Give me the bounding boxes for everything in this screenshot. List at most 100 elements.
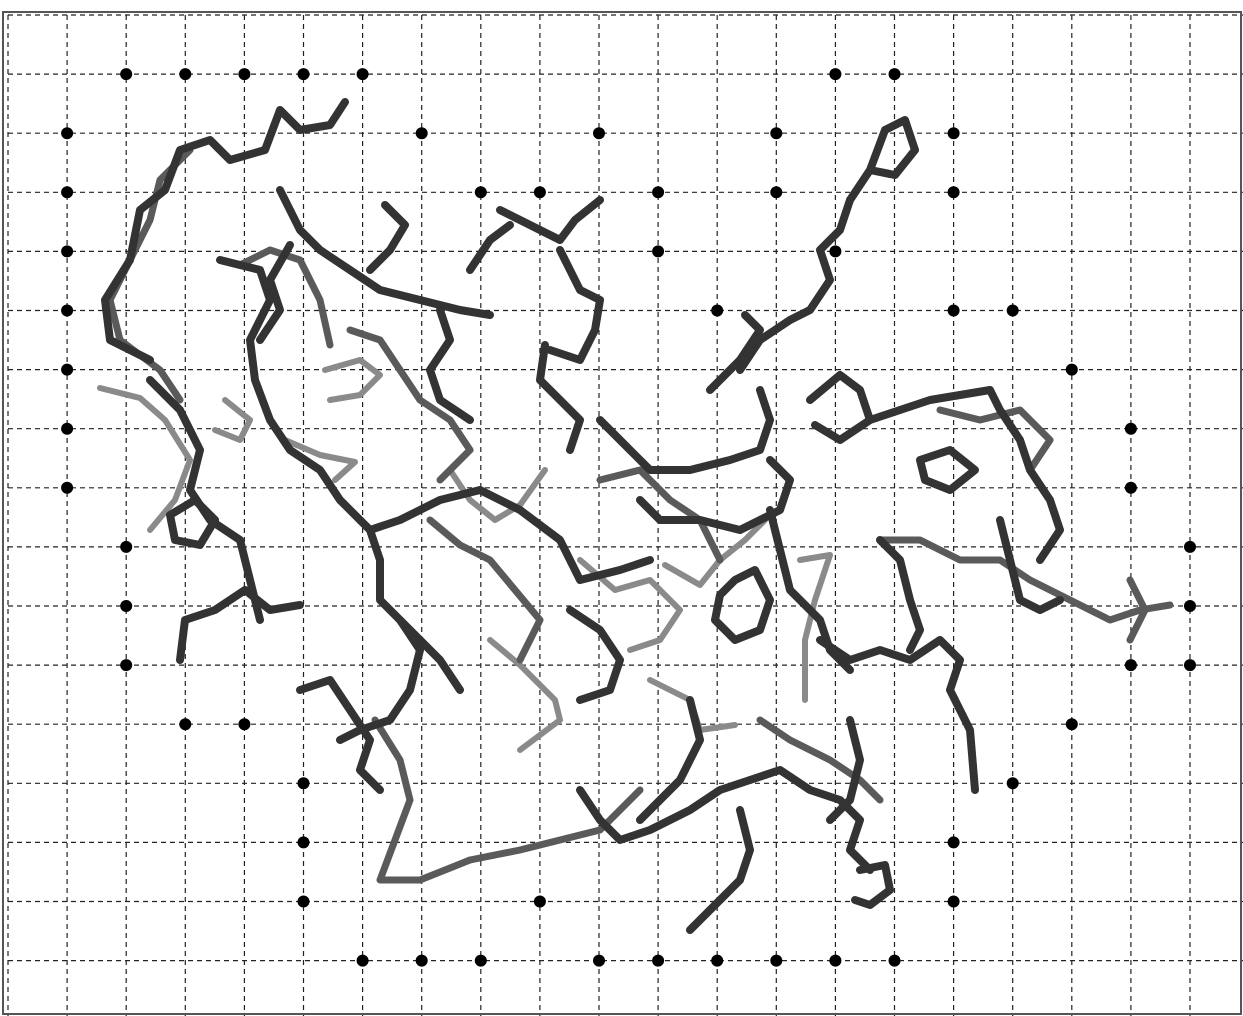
highlighted-grid-point <box>1184 540 1196 553</box>
highlighted-grid-point <box>711 304 724 317</box>
bond-chain <box>636 696 704 824</box>
highlighted-grid-point <box>593 954 605 967</box>
bond-chain <box>797 552 833 703</box>
bond-chain <box>566 606 624 704</box>
figure-frame <box>2 11 1242 1015</box>
bond-chain <box>466 786 644 864</box>
bond-chain <box>816 636 979 794</box>
bond-chain <box>256 241 294 344</box>
highlighted-grid-point <box>947 836 960 849</box>
bond-chain <box>806 371 874 444</box>
bond-chain <box>97 385 193 533</box>
bond-chain <box>576 776 754 844</box>
highlighted-grid-point <box>829 245 842 258</box>
bond-chain <box>176 586 304 664</box>
bond-chain <box>916 446 979 494</box>
highlighted-grid-point <box>947 895 960 908</box>
bond-chain <box>596 386 774 474</box>
bond-chain <box>346 326 474 484</box>
highlighted-grid-point <box>1184 600 1196 612</box>
bond-chain <box>166 496 219 549</box>
highlighted-grid-point <box>61 481 74 494</box>
molecule-back-layer <box>97 357 833 753</box>
bond-chain <box>366 201 409 274</box>
bond-chain <box>296 676 384 794</box>
highlighted-grid-point <box>1065 363 1078 376</box>
highlighted-grid-point <box>533 186 546 199</box>
bond-chain <box>846 116 919 204</box>
bond-chain <box>866 386 1064 564</box>
highlighted-grid-point <box>1006 777 1019 790</box>
bond-chain <box>276 186 494 319</box>
bond-chain <box>711 566 774 644</box>
bond-chain <box>546 246 604 364</box>
highlighted-grid-point <box>1006 304 1019 317</box>
highlighted-grid-point <box>238 68 251 81</box>
highlighted-grid-point <box>947 186 960 199</box>
highlighted-grid-point <box>1124 659 1137 672</box>
highlighted-grid-point <box>652 954 665 967</box>
bond-chain <box>686 806 754 934</box>
bond-chain <box>487 637 563 753</box>
highlighted-grid-point <box>652 245 665 258</box>
highlighted-grid-point <box>61 245 74 258</box>
bond-chain <box>447 467 548 523</box>
highlighted-grid-point <box>593 127 605 140</box>
grid-points <box>61 68 1196 967</box>
highlighted-grid-point <box>297 68 310 81</box>
bond-chain <box>216 256 374 534</box>
highlighted-grid-point <box>474 186 487 199</box>
highlighted-grid-point <box>297 777 310 790</box>
bond-chain <box>496 196 604 244</box>
highlighted-grid-point <box>829 954 842 967</box>
highlighted-grid-point <box>652 186 665 199</box>
bond-chain <box>366 486 654 584</box>
highlighted-grid-point <box>297 895 310 908</box>
bond-chain <box>996 516 1064 614</box>
bond-chain <box>736 196 854 374</box>
molecule-front-layer <box>101 98 1064 934</box>
highlighted-grid-point <box>415 127 428 140</box>
highlighted-grid-point <box>61 422 74 435</box>
highlighted-grid-point <box>356 68 369 81</box>
bond-chain <box>371 716 474 884</box>
bond-chain <box>536 341 584 454</box>
highlighted-grid-point <box>61 304 74 317</box>
bond-chain <box>746 766 874 874</box>
highlighted-grid-point <box>415 954 428 967</box>
bond-chain <box>466 221 514 274</box>
highlighted-grid-point <box>1065 718 1078 731</box>
highlighted-grid-point <box>356 954 369 967</box>
highlighted-grid-point <box>61 363 74 376</box>
highlighted-grid-point <box>120 68 133 81</box>
highlighted-grid-point <box>888 68 901 81</box>
bond-chain <box>426 516 544 664</box>
highlighted-grid-point <box>829 68 842 81</box>
highlighted-grid-point <box>770 186 783 199</box>
bond-chain <box>577 557 683 653</box>
bond-chain <box>236 246 334 349</box>
highlighted-grid-point <box>770 127 783 140</box>
bond-chain <box>336 616 424 744</box>
highlighted-grid-point <box>711 954 724 967</box>
highlighted-grid-point <box>533 895 546 908</box>
highlighted-grid-point <box>1184 659 1196 672</box>
highlighted-grid-point <box>1124 422 1137 435</box>
bond-chain <box>596 466 724 564</box>
highlighted-grid-point <box>120 540 133 553</box>
highlighted-grid-point <box>61 186 74 199</box>
highlighted-grid-point <box>947 304 960 317</box>
bond-chain <box>212 397 253 443</box>
bond-chain <box>101 98 349 364</box>
bond-chain <box>706 311 764 394</box>
highlighted-grid-point <box>770 954 783 967</box>
highlighted-grid-point <box>179 718 192 731</box>
highlighted-grid-point <box>1124 481 1137 494</box>
highlighted-grid-point <box>238 718 251 731</box>
highlighted-grid-point <box>947 127 960 140</box>
highlighted-grid-point <box>179 68 192 81</box>
molecule-stick-model <box>97 98 1174 934</box>
bond-chain <box>826 716 864 824</box>
